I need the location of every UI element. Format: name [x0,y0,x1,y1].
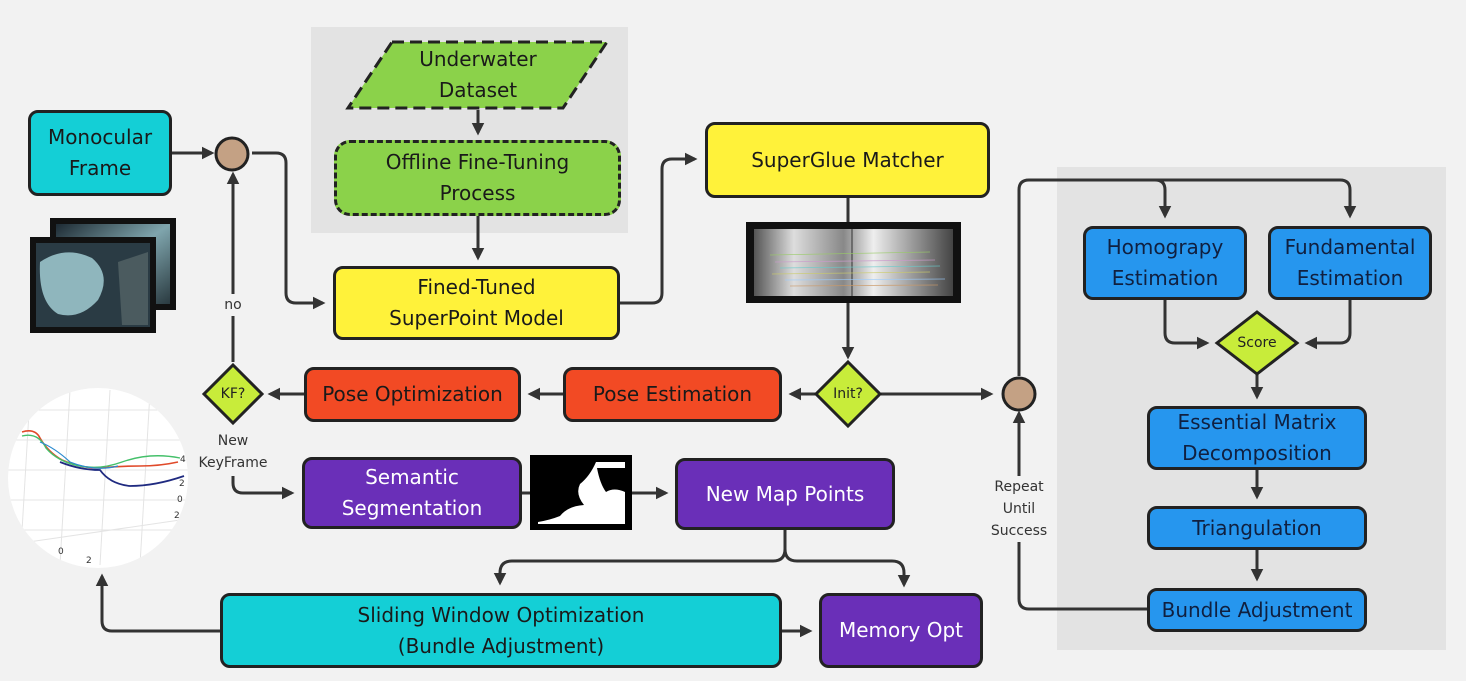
superglue-matcher-node: SuperGlue Matcher [705,122,990,198]
edge-junction-to-superpoint [252,151,326,310]
no-edge-label: no [213,294,253,316]
kf-decision-shape [201,362,265,426]
score-decision-label: Score [1237,335,1277,351]
edge-kf-to-segmentation [231,476,295,500]
offline-finetuning-node: Offline Fine-Tuning Process [334,140,621,216]
edge-superpoint-to-superglue [620,152,698,305]
semantic-segmentation-node: Semantic Segmentation [302,457,522,529]
sliding-window-optimization-node: Sliding Window Optimization (Bundle Adju… [220,593,782,668]
superglue-matches-image [746,222,961,303]
bundle-adjustment-node: Bundle Adjustment [1147,588,1367,632]
init-junction [1001,376,1037,412]
pose-estimation-node: Pose Estimation [563,367,782,422]
monocular-frame-node: Monocular Frame [28,110,172,196]
kf-decision-label: KF? [220,386,246,402]
segmentation-mask-image [530,455,632,530]
input-junction [214,136,250,172]
new-map-points-node: New Map Points [675,458,895,530]
monocular-frames-image [30,218,176,333]
traj-tick-label: 0 [177,495,183,505]
underwater-dataset-node: Underwater Dataset [419,47,537,102]
fundamental-estimation-node: Fundamental Estimation [1268,226,1432,300]
trajectory-plot-image [8,388,188,568]
init-decision-shape [813,359,883,429]
traj-tick-label: 2 [174,511,180,521]
edge-mappoints-split [493,530,787,586]
memory-opt-node: Memory Opt [819,593,983,668]
edge-junction-to-fundamental [1155,178,1357,219]
essential-matrix-node: Essential Matrix Decomposition [1147,406,1367,470]
new-keyframe-edge-label: New KeyFrame [198,433,268,471]
triangulation-node: Triangulation [1147,506,1367,550]
score-decision-shape [1214,310,1300,376]
init-decision-label: Init? [833,386,863,402]
edge-ba-repeat-to-junction [1012,410,1147,611]
homography-estimation-node: Homograpy Estimation [1083,226,1247,300]
edge-homography-to-score [1163,300,1210,350]
traj-tick-label: 2 [179,479,185,489]
edge-mappoints-to-memory [783,548,911,588]
edge-junction-to-homography [1017,178,1172,376]
traj-tick-label: 0 [58,547,64,557]
traj-tick-label: 4 [180,455,186,465]
underwater-dataset-shape [345,40,610,110]
traj-tick-label: 2 [86,556,92,566]
pose-optimization-node: Pose Optimization [304,367,521,422]
finetuned-superpoint-node: Fined-Tuned SuperPoint Model [333,266,620,340]
edge-fundamental-to-score [1304,300,1352,350]
edge-sliding-to-trajectory [95,573,220,633]
repeat-until-success-edge-label: Repeat Until Success [981,476,1057,542]
